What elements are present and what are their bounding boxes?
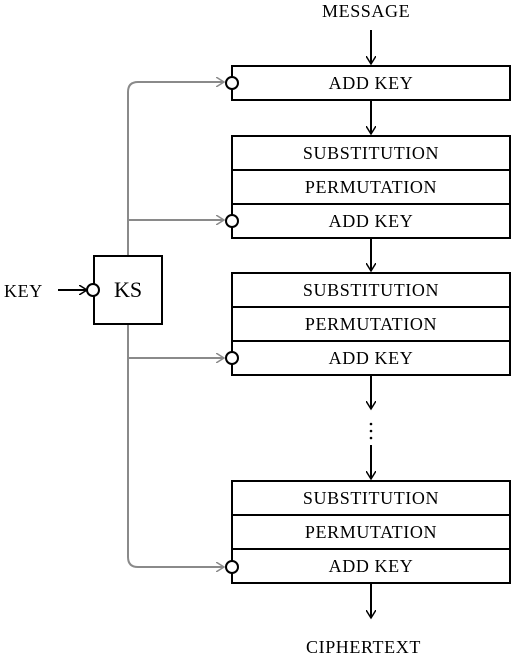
ellipsis-dot-2 — [369, 429, 373, 433]
round-2-add-key-label: ADD KEY — [328, 347, 414, 368]
key-schedule-box: KS — [93, 255, 163, 325]
round-3-add-key-label: ADD KEY — [328, 555, 414, 576]
round-1-permutation-block: PERMUTATION — [232, 170, 510, 204]
round-1-add-key-block: ADD KEY — [232, 204, 510, 238]
ciphertext-label: CIPHERTEXT — [306, 637, 421, 657]
round-2-permutation-label: PERMUTATION — [304, 313, 438, 334]
key-schedule-lines — [127, 82, 224, 567]
key-ports — [225, 76, 239, 574]
round-1-substitution-label: SUBSTITUTION — [302, 142, 440, 163]
round-1-substitution-block: SUBSTITUTION — [232, 136, 510, 170]
subkey-line-0 — [127, 82, 224, 255]
round-1-add-key-label: ADD KEY — [328, 210, 414, 231]
round-2-substitution-label: SUBSTITUTION — [302, 279, 440, 300]
initial-add-key-block: ADD KEY — [232, 66, 510, 100]
round-3-permutation-label: PERMUTATION — [304, 521, 438, 542]
port-round-2-add-key — [225, 351, 239, 365]
round-2-permutation-block: PERMUTATION — [232, 307, 510, 341]
round-1-permutation-label: PERMUTATION — [304, 176, 438, 197]
ellipsis-dots — [369, 422, 373, 440]
round-3-substitution-label: SUBSTITUTION — [302, 487, 440, 508]
subkey-line-3 — [127, 325, 224, 567]
ellipsis-dot-3 — [369, 436, 373, 440]
round-3-permutation-block: PERMUTATION — [232, 515, 510, 549]
port-round-1-add-key — [225, 214, 239, 228]
key-label: KEY — [4, 281, 43, 301]
round-2-substitution-block: SUBSTITUTION — [232, 273, 510, 307]
message-label: MESSAGE — [322, 1, 411, 21]
initial-add-key-label: ADD KEY — [328, 72, 414, 93]
block-outlines — [231, 65, 511, 584]
round-2-add-key-block: ADD KEY — [232, 341, 510, 375]
key-schedule-label: KS — [113, 277, 143, 302]
ellipsis-dot-1 — [369, 422, 373, 426]
data-path — [58, 30, 371, 618]
round-3-add-key-block: ADD KEY — [232, 549, 510, 583]
port-round-3-add-key — [225, 560, 239, 574]
round-3-substitution-block: SUBSTITUTION — [232, 481, 510, 515]
port-initial-add-key — [225, 76, 239, 90]
